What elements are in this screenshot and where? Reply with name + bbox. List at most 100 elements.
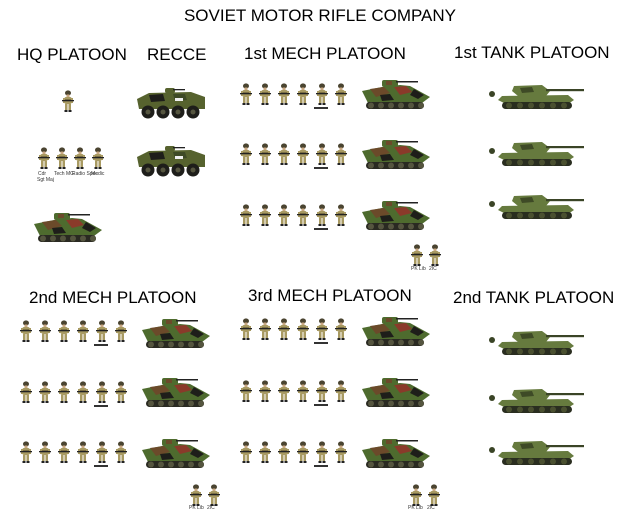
- mech3-squad-3-soldier-1: [240, 441, 252, 463]
- tank1-t72-1: [489, 85, 584, 109]
- mech1-pk-lib: [411, 244, 423, 266]
- mech2-bmp-1: [142, 319, 210, 348]
- label-pk-lib-3: PK Lib: [408, 505, 423, 511]
- mech1-squad-1-soldier-4: [297, 83, 309, 105]
- mech1-2ic: [429, 244, 441, 266]
- label-pk-lib-2: PK Lib: [189, 505, 204, 511]
- mech2-squad-2-soldier-2: [39, 381, 51, 403]
- mech3-bmp-3: [362, 439, 430, 468]
- tank2-t72-2: [489, 389, 584, 413]
- mech2-squad-1-soldier-1: [20, 320, 32, 342]
- mech2-pk-lib: [190, 484, 202, 506]
- mech3-squad-2-weapon: [314, 404, 328, 406]
- mech3-squad-1-soldier-4: [297, 318, 309, 340]
- mech3-squad-2-soldier-6: [335, 380, 347, 402]
- mech2-squad-3-soldier-2: [39, 441, 51, 463]
- label-2ic-2: 2IC: [207, 505, 215, 511]
- mech3-squad-3-weapon: [314, 465, 328, 467]
- mech2-bmp-3: [142, 439, 210, 468]
- mech3-squad-3-soldier-4: [297, 441, 309, 463]
- mech2-squad-3-soldier-4: [77, 441, 89, 463]
- mech1-squad-2-soldier-3: [278, 143, 290, 165]
- mech1-squad-3-soldier-3: [278, 204, 290, 226]
- mech2-squad-1-soldier-5: [96, 320, 108, 342]
- mech3-squad-1-soldier-3: [278, 318, 290, 340]
- mech3-squad-3-soldier-3: [278, 441, 290, 463]
- mech1-squad-3-soldier-5: [316, 204, 328, 226]
- hq-soldier-1: [38, 147, 50, 169]
- mech2-squad-3-soldier-5: [96, 441, 108, 463]
- mech3-squad-2-soldier-4: [297, 380, 309, 402]
- mech3-squad-1-soldier-2: [259, 318, 271, 340]
- header-hq-platoon: HQ PLATOON: [17, 45, 127, 64]
- mech1-squad-1-soldier-2: [259, 83, 271, 105]
- mech2-squad-3-weapon: [94, 465, 108, 467]
- recce-btr-1: [137, 88, 205, 119]
- mech2-squad-2-weapon: [94, 405, 108, 407]
- mech2-squad-2-soldier-6: [115, 381, 127, 403]
- mech3-squad-2-soldier-1: [240, 380, 252, 402]
- mech1-squad-3-soldier-6: [335, 204, 347, 226]
- mech2-squad-2-soldier-3: [58, 381, 70, 403]
- hq-soldier-3: [74, 147, 86, 169]
- mech1-squad-3-soldier-2: [259, 204, 271, 226]
- label-cdr: Cdr: [38, 171, 47, 177]
- hq-soldier-2: [56, 147, 68, 169]
- mech3-pk-lib: [410, 484, 422, 506]
- mech1-squad-1-soldier-1: [240, 83, 252, 105]
- mech2-squad-3-soldier-1: [20, 441, 32, 463]
- label-tech-mg: Tech MG: [54, 171, 75, 177]
- mech1-bmp-3: [362, 201, 430, 230]
- mech1-squad-2-soldier-2: [259, 143, 271, 165]
- label-medic: Medic: [91, 171, 105, 177]
- mech2-squad-1-soldier-6: [115, 320, 127, 342]
- mech3-squad-1-weapon: [314, 342, 328, 344]
- mech2-squad-2-soldier-5: [96, 381, 108, 403]
- mech3-squad-2-soldier-3: [278, 380, 290, 402]
- mech3-squad-1-soldier-5: [316, 318, 328, 340]
- mech1-squad-1-weapon: [314, 107, 328, 109]
- header-1st-tank-platoon: 1st TANK PLATOON: [454, 43, 610, 62]
- mech2-squad-2-soldier-4: [77, 381, 89, 403]
- label-2ic-1: 2IC: [429, 266, 437, 272]
- mech2-squad-1-soldier-4: [77, 320, 89, 342]
- mech3-squad-1-soldier-1: [240, 318, 252, 340]
- mech2-squad-1-soldier-3: [58, 320, 70, 342]
- mech2-squad-1-soldier-2: [39, 320, 51, 342]
- mech1-bmp-2: [362, 140, 430, 169]
- mech1-bmp-1: [362, 80, 430, 109]
- header-1st-mech-platoon: 1st MECH PLATOON: [244, 44, 406, 63]
- mech1-squad-2-soldier-1: [240, 143, 252, 165]
- mech2-2ic: [208, 484, 220, 506]
- mech3-squad-2-soldier-5: [316, 380, 328, 402]
- mech1-squad-2-soldier-5: [316, 143, 328, 165]
- hq-bmp: [34, 213, 102, 242]
- label-radio-spec: Radio Spec: [72, 171, 98, 177]
- mech3-squad-3-soldier-5: [316, 441, 328, 463]
- mech3-squad-3-soldier-2: [259, 441, 271, 463]
- mech2-squad-1-weapon: [94, 344, 108, 346]
- label-2ic-3: 2IC: [427, 505, 435, 511]
- mech1-squad-1-soldier-3: [278, 83, 290, 105]
- mech3-bmp-1: [362, 317, 430, 346]
- mech3-squad-1-soldier-6: [335, 318, 347, 340]
- hq-soldier-4: [92, 147, 104, 169]
- mech3-squad-2-soldier-2: [259, 380, 271, 402]
- mech1-squad-3-soldier-4: [297, 204, 309, 226]
- header-3rd-mech-platoon: 3rd MECH PLATOON: [248, 286, 412, 305]
- mech2-squad-2-soldier-1: [20, 381, 32, 403]
- header-2nd-mech-platoon: 2nd MECH PLATOON: [29, 288, 197, 307]
- tank1-t72-2: [489, 142, 584, 166]
- tank2-t72-1: [489, 331, 584, 355]
- mech1-squad-1-soldier-5: [316, 83, 328, 105]
- mech2-squad-3-soldier-6: [115, 441, 127, 463]
- tank1-t72-3: [489, 195, 584, 219]
- hq-commander: [62, 90, 74, 112]
- mech2-squad-3-soldier-3: [58, 441, 70, 463]
- mech3-2ic: [428, 484, 440, 506]
- recce-btr-2: [137, 146, 205, 177]
- mech2-bmp-2: [142, 378, 210, 407]
- header-recce: RECCE: [147, 45, 207, 64]
- mech3-bmp-2: [362, 378, 430, 407]
- mech1-squad-2-soldier-4: [297, 143, 309, 165]
